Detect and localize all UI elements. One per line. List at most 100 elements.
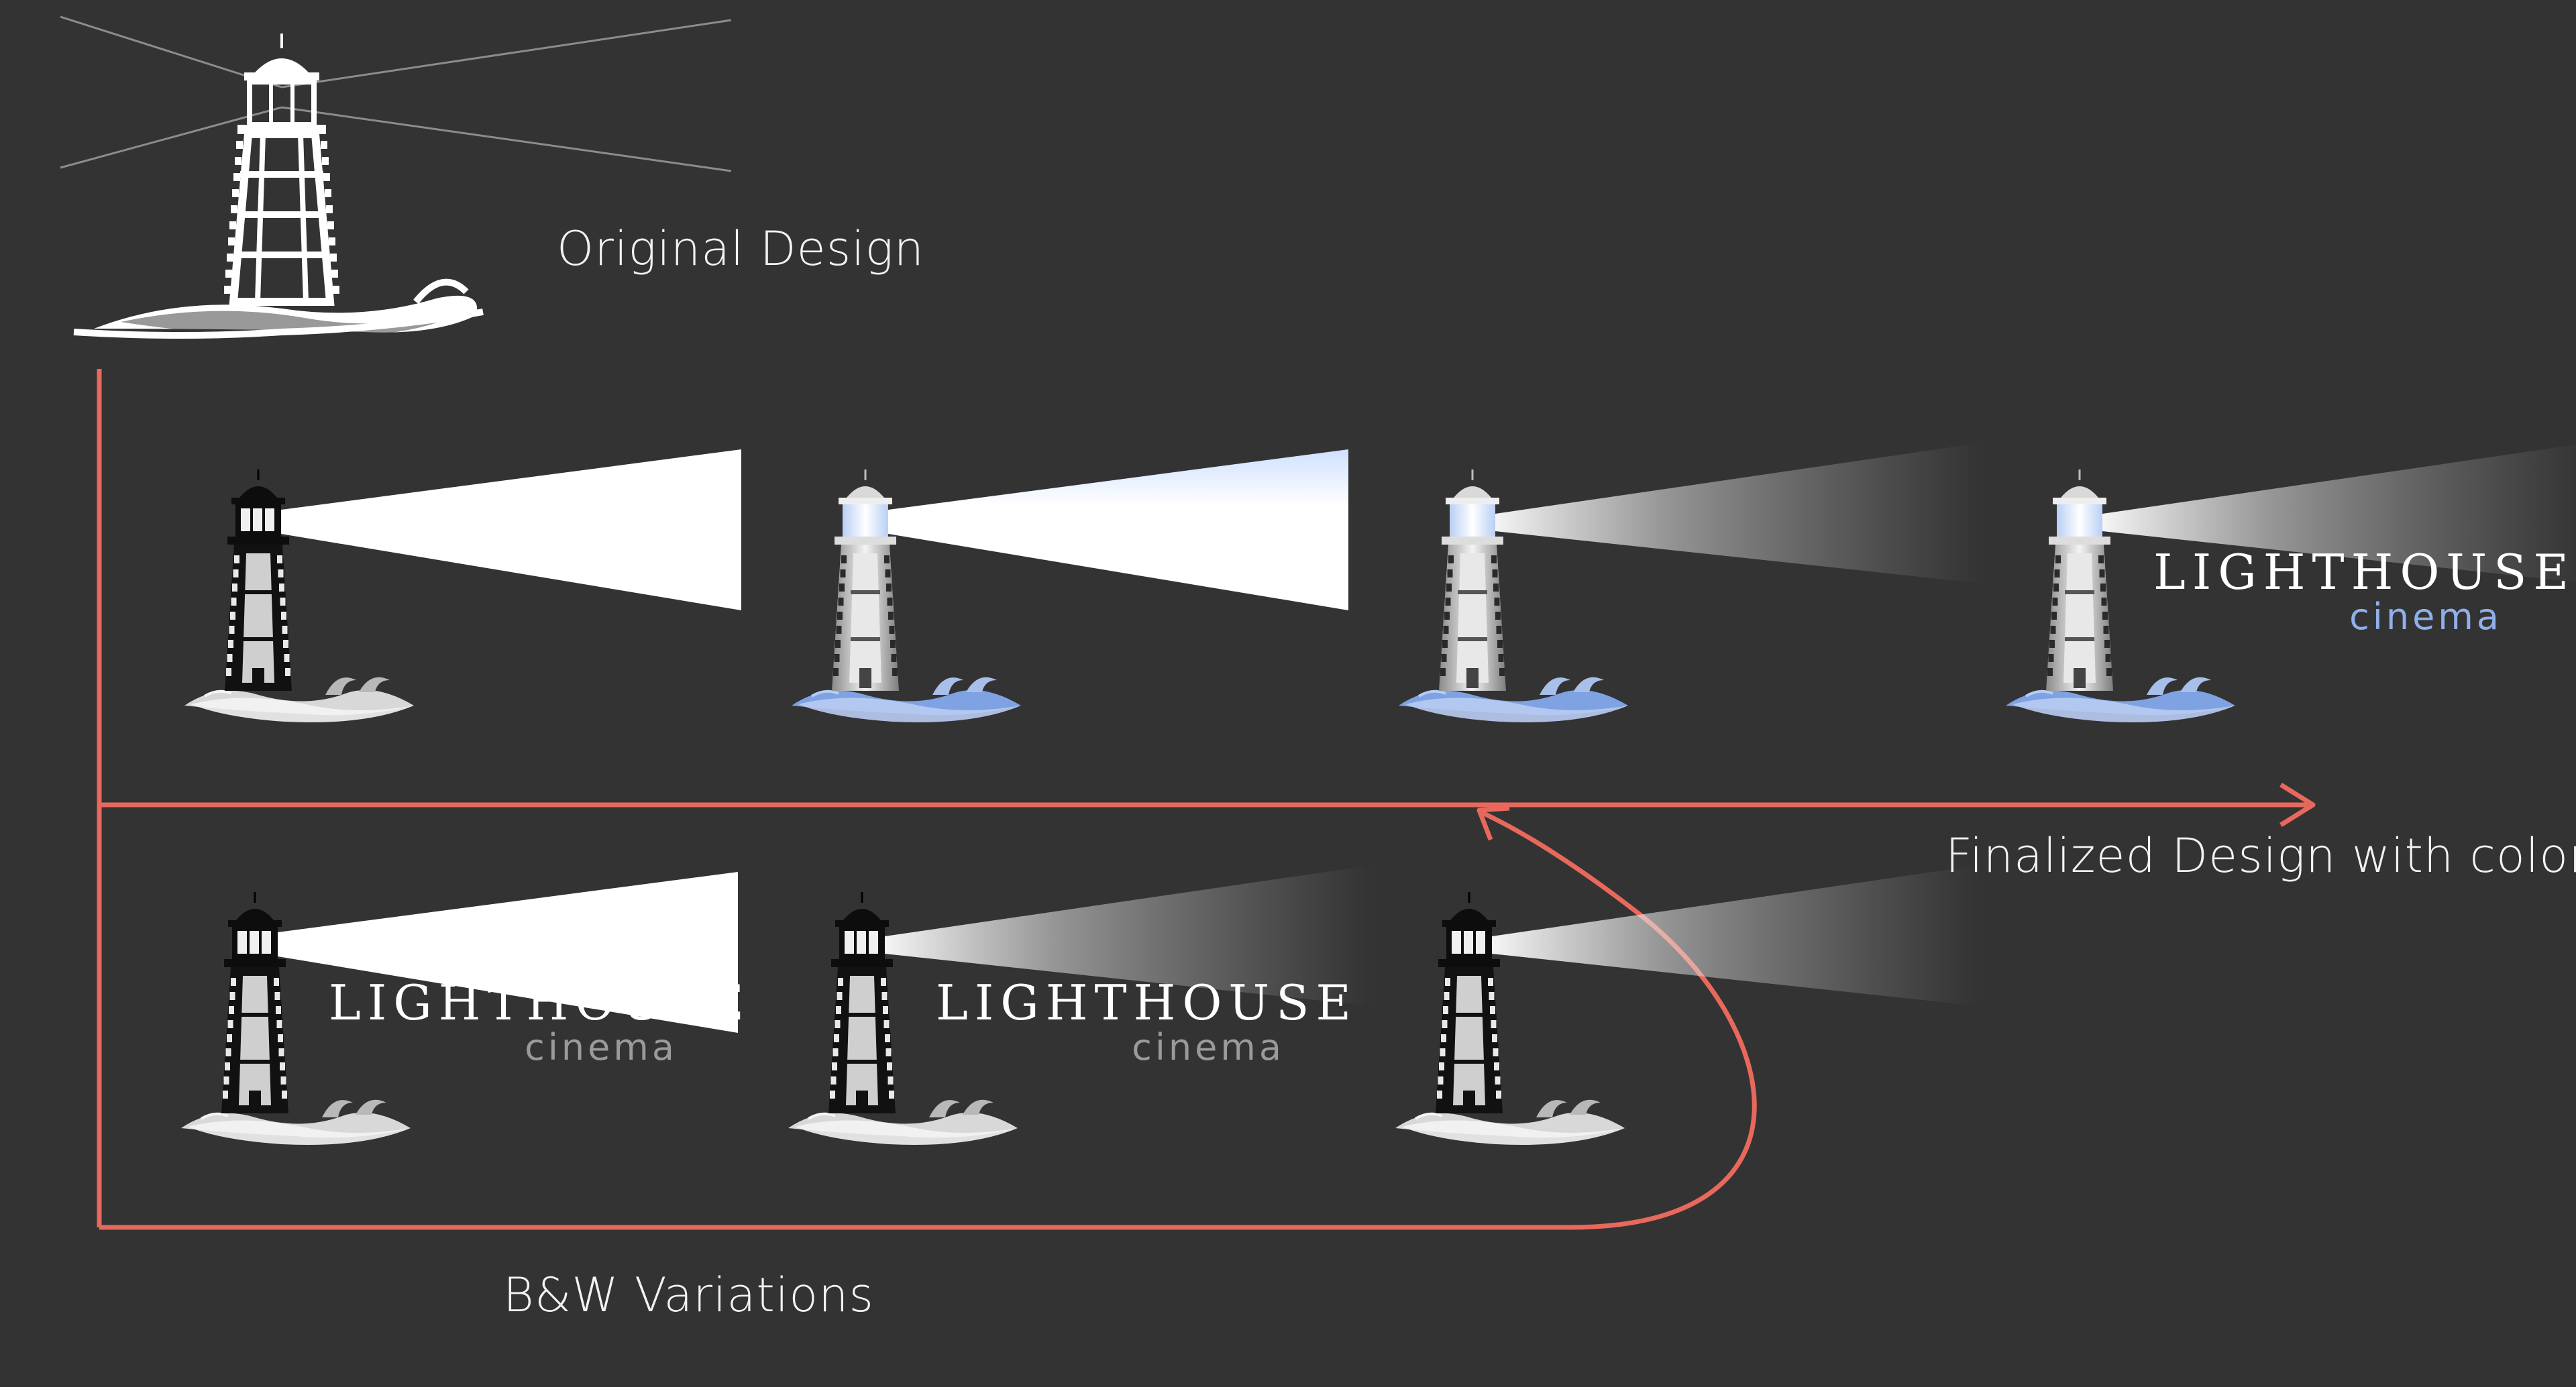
tower-panel xyxy=(239,976,271,1105)
tower-window xyxy=(283,640,288,648)
tower-window xyxy=(892,668,898,676)
lantern-window xyxy=(237,931,247,954)
tower-window xyxy=(1437,1091,1442,1099)
tower-door xyxy=(1466,668,1479,688)
tower-band xyxy=(244,590,273,594)
tower-band xyxy=(1458,637,1487,641)
tower-window xyxy=(1492,1034,1497,1042)
tower-door xyxy=(252,668,264,688)
tower-panel xyxy=(2063,553,2096,683)
wave-curl-icon xyxy=(413,278,469,304)
tower-window xyxy=(835,640,841,648)
wave-curl-icon xyxy=(325,677,356,695)
tower-band xyxy=(2065,637,2094,641)
wave-foam xyxy=(1402,1120,1625,1145)
tower-window xyxy=(1496,1091,1501,1099)
bw-return-line xyxy=(99,810,1757,1230)
caption-original-design: Original Design xyxy=(557,221,924,276)
tower-panel xyxy=(242,553,274,683)
tower-window xyxy=(838,978,843,986)
tower-window xyxy=(2102,612,2108,620)
tower-door xyxy=(1463,1091,1475,1111)
tower-window xyxy=(233,569,239,577)
tower-window xyxy=(277,555,282,563)
wordmark-subtitle: cinema xyxy=(1132,1026,1285,1068)
wave-curl-icon xyxy=(1570,1099,1601,1115)
lighthouse-dome-icon xyxy=(239,486,277,498)
lighthouse-dome-icon xyxy=(843,909,881,920)
tower-window xyxy=(883,1006,888,1014)
tower-window xyxy=(1438,1076,1444,1085)
tower-band xyxy=(1458,590,1487,594)
tower-panel xyxy=(1453,976,1485,1105)
tower-window xyxy=(841,555,847,563)
tower-window xyxy=(2055,555,2061,563)
tower-panel xyxy=(1456,553,1489,683)
tower-window xyxy=(2106,668,2112,676)
tower-panel xyxy=(849,553,881,683)
wave-line xyxy=(1417,689,1446,698)
tower-window xyxy=(223,1091,228,1099)
tower-window xyxy=(889,1091,894,1099)
tower-window xyxy=(282,626,288,634)
tower-window xyxy=(225,1048,231,1056)
tower-window xyxy=(837,992,843,1000)
tower-window xyxy=(333,286,339,294)
tower-window xyxy=(1442,640,1448,648)
tower-window xyxy=(2105,654,2111,662)
lantern-rail xyxy=(1446,498,1499,504)
tower-window xyxy=(1439,1062,1444,1070)
tower-window xyxy=(284,654,290,662)
tower-window xyxy=(285,668,290,676)
gallery xyxy=(227,537,289,545)
tower-window xyxy=(2051,612,2057,620)
tower-window xyxy=(833,668,839,676)
tower-window xyxy=(227,654,233,662)
tower-window xyxy=(229,221,236,229)
tower-window xyxy=(276,1006,281,1014)
tower-window xyxy=(2100,584,2106,592)
lantern-window xyxy=(1452,931,1461,954)
tower-band xyxy=(244,637,273,641)
tower-window xyxy=(1443,626,1449,634)
wave-foam xyxy=(191,698,414,722)
wave-line xyxy=(807,1112,836,1120)
lighthouse-dome-icon xyxy=(2061,486,2098,498)
gallery xyxy=(1442,537,1503,545)
tower-window xyxy=(1440,1048,1446,1056)
tower-window xyxy=(2052,598,2058,606)
tower-band xyxy=(851,590,880,594)
lantern-rail xyxy=(2053,498,2106,504)
bw-variant-3-logo xyxy=(1395,865,1979,1145)
wave-curl-icon xyxy=(359,677,390,692)
tower-window xyxy=(1494,1062,1499,1070)
tower-window xyxy=(1443,1006,1448,1014)
lantern-window xyxy=(845,931,854,954)
tower-window xyxy=(331,270,338,278)
tower-window xyxy=(330,254,337,262)
tower-window xyxy=(233,173,240,181)
lantern-rail xyxy=(1442,920,1496,927)
tower-window xyxy=(227,1034,232,1042)
wave-line xyxy=(1414,1112,1443,1120)
tower-window xyxy=(227,254,233,262)
wave-line xyxy=(2025,689,2053,698)
tower-window xyxy=(278,569,284,577)
tower-window xyxy=(2054,569,2060,577)
light-beam xyxy=(278,872,738,1033)
light-beam-glow xyxy=(2102,444,2576,582)
tower-window xyxy=(281,612,286,620)
light-beam-glow xyxy=(1495,443,1982,584)
tower-window xyxy=(229,626,235,634)
tower-window xyxy=(329,237,335,245)
tower-window xyxy=(881,978,886,986)
tower-window xyxy=(830,1076,837,1085)
tower-window xyxy=(321,141,327,149)
lighthouse-dome-icon xyxy=(847,486,884,498)
tower-window xyxy=(276,1020,282,1028)
tower-window xyxy=(889,626,895,634)
light-beam-glow xyxy=(1492,865,1979,1006)
wave-curl-icon xyxy=(963,1099,994,1115)
tower-window xyxy=(231,205,237,213)
